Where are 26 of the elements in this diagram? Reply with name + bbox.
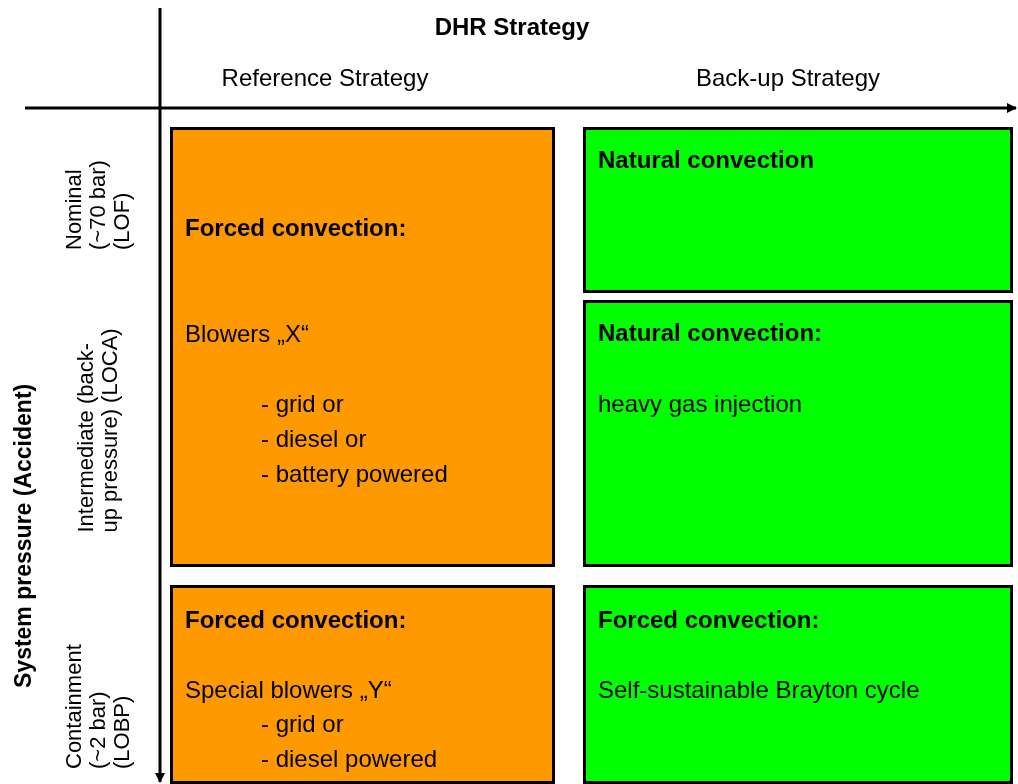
strategy-box (583, 127, 1013, 293)
axis-title: DHR Strategy (433, 13, 591, 41)
column-header: Back-up Strategy (694, 64, 882, 92)
row-header: Containment (~2 bar) (LOBP) (61, 643, 135, 769)
box-text: Self-sustainable Brayton cycle (598, 676, 920, 704)
box-text: Special blowers „Y“ (185, 676, 392, 704)
box-text: heavy gas injection (598, 390, 803, 418)
box-heading: Natural convection (598, 146, 815, 174)
box-text: - diesel or (261, 425, 367, 453)
box-heading: Forced convection: (598, 606, 820, 634)
strategy-box (583, 585, 1013, 784)
row-header: Nominal (~70 bar) (LOF) (61, 159, 135, 250)
row-header: Intermediate (back-up pressure) (LOCA) (73, 327, 123, 533)
box-text: - battery powered (261, 460, 448, 488)
axis-title: System pressure (Accident) (11, 382, 37, 688)
box-text: - grid or (261, 390, 344, 418)
strategy-box (583, 300, 1013, 567)
box-heading: Natural convection: (598, 319, 823, 347)
box-text: - diesel powered (261, 745, 438, 773)
strategy-box (170, 585, 555, 784)
box-text: Blowers „X“ (185, 320, 310, 348)
box-heading: Forced convection: (185, 214, 407, 242)
column-header: Reference Strategy (220, 64, 430, 92)
strategy-box (170, 127, 555, 567)
box-heading: Forced convection: (185, 606, 407, 634)
box-text: - grid or (261, 710, 344, 738)
